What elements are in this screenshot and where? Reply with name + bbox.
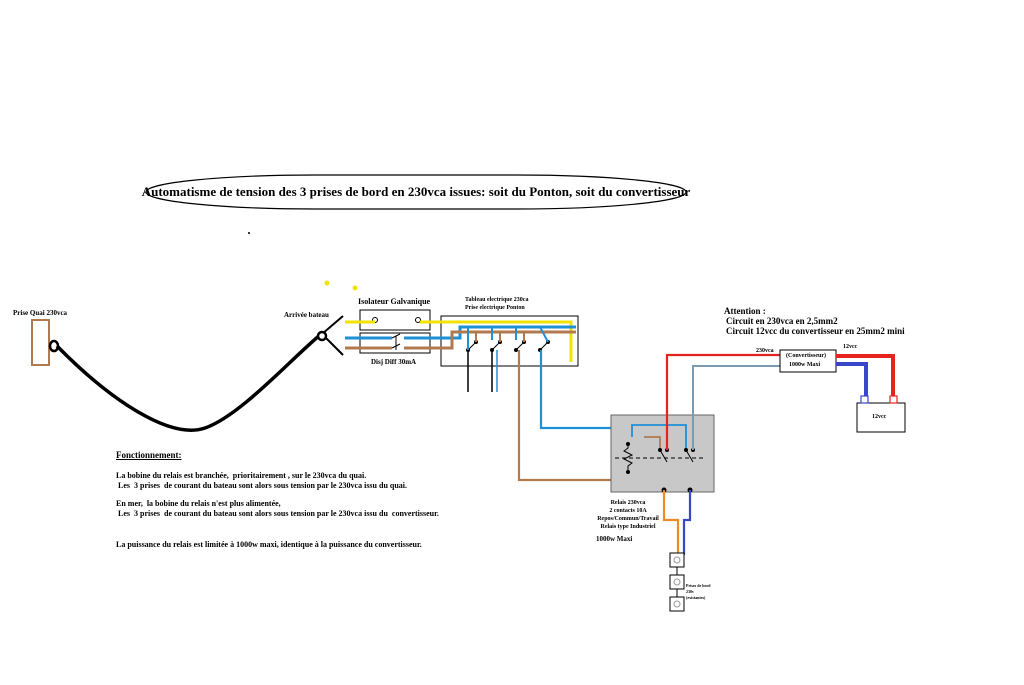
isolator-label: Isolateur Galvanique (358, 297, 431, 306)
socket-face (673, 556, 681, 564)
yellow-earth-wire (345, 320, 573, 362)
galvanic-isolator-box (359, 309, 431, 331)
switchboard-box (440, 315, 579, 367)
sockets-label-3: (existantes) (686, 595, 706, 600)
relay-contact (685, 449, 694, 463)
switchboard-label-2: Prise electrique Ponton (465, 305, 525, 311)
onboard-socket (669, 574, 685, 590)
socket-plug (48, 339, 60, 353)
quay-socket-label: Prise Quai 230vca (13, 309, 68, 317)
converter-label: (Convertisseur) (786, 353, 826, 359)
attention-heading: Attention : (724, 306, 766, 316)
onboard-socket (669, 596, 685, 612)
onboard-socket (669, 552, 685, 568)
sockets-label-2: 230v (686, 589, 694, 594)
relay-terminal (684, 448, 688, 452)
converter-box (779, 349, 837, 373)
relay-coil (622, 444, 634, 472)
attention-line-2: Circuit 12vcc du convertisseur en 25mm2 … (726, 326, 905, 336)
orange-output-wire (662, 490, 680, 555)
battery-box (856, 402, 906, 433)
voltage-12-label: 12vcc (843, 344, 858, 350)
fonctionnement-p1-line1: La bobine du relais est branchée, priori… (116, 471, 367, 480)
blue-12v-wire (836, 362, 868, 397)
fonctionnement-p2-line2: Les 3 prises de courant du bateau sont a… (116, 509, 439, 518)
relay-label-3: Repos/Commun/Travail (597, 516, 659, 522)
socket-face (673, 600, 681, 608)
onboard-sockets (669, 552, 685, 612)
relay-label-2: 2 contacts 10A (609, 508, 647, 514)
relay-feed-brown (644, 436, 661, 450)
battery-label: 12vcc (872, 414, 887, 420)
red-230-wire (665, 353, 780, 450)
boat-inlet-label: Arrivée bateau (284, 311, 329, 319)
title-frame (145, 174, 687, 210)
grey-neutral-wire (692, 365, 780, 450)
fonctionnement-p3-line1: La puissance du relais est limitée à 100… (116, 540, 422, 549)
stray-yellow-dot (324, 280, 330, 286)
fonctionnement-p1-line2: Les 3 prises de courant du bateau sont a… (116, 481, 408, 490)
boat-inlet-plug (316, 330, 328, 342)
breaker-terminal (514, 348, 518, 352)
battery-terminal-pos (889, 395, 898, 404)
navy-output-wire (682, 490, 692, 555)
relay-contact (659, 449, 668, 463)
socket-face (673, 578, 681, 586)
brown-phase-wire (345, 330, 576, 350)
stray-yellow-dot (352, 285, 358, 291)
shore-cable (55, 333, 322, 432)
relay-terminal (626, 442, 630, 446)
stray-dot (248, 232, 250, 234)
fonctionnement-heading: Fonctionnement: (116, 450, 182, 460)
voltage-230-label: 230vca (756, 348, 774, 354)
attention-line-1: Circuit en 230vca en 2,5mm2 (726, 316, 838, 326)
breaker-feed-brown (475, 332, 525, 342)
battery-terminal-neg (860, 395, 869, 404)
breaker-feed-blue (467, 326, 549, 350)
sockets-label-1: Prises de bord (686, 583, 711, 588)
page-title: Automatisme de tension des 3 prises de b… (141, 183, 691, 199)
relay-terminal (658, 448, 662, 452)
relay-label-4: Relais type Industriel (600, 524, 656, 530)
rcd-contact (391, 333, 401, 350)
breaker-feeds (467, 326, 549, 350)
isolator-terminal (415, 317, 421, 323)
fonctionnement-p2-line1: En mer, la bobine du relais n'est plus a… (116, 499, 281, 508)
red-12v-wire (836, 354, 895, 397)
converter-power: 1000w Maxi (789, 362, 821, 368)
relay-terminal (626, 470, 630, 474)
relay-label-1: Relais 230vca (610, 500, 646, 506)
rcd-label: Disj Diff 30mA (371, 358, 417, 366)
relay-feed-blue (631, 424, 687, 450)
switchboard-label-1: Tableau electrique 230ca (465, 297, 529, 303)
relay-power: 1000w Maxi (596, 535, 633, 543)
relay-internals (615, 424, 705, 472)
quay-socket (31, 319, 50, 366)
